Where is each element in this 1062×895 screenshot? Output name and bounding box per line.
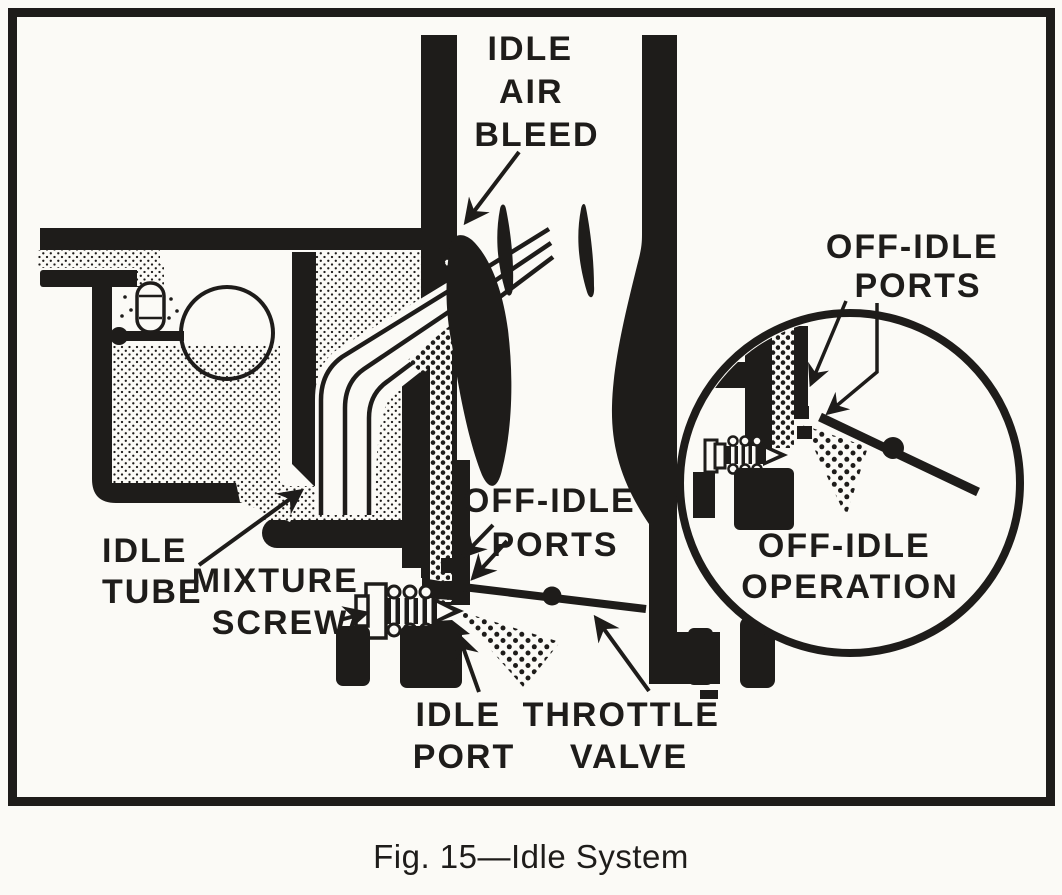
off-idle-port-1 bbox=[441, 558, 461, 573]
label-off-idle-ports: OFF-IDLE PORTS bbox=[463, 482, 647, 564]
arrow-mixture-screw bbox=[339, 606, 370, 632]
idle-spray bbox=[456, 610, 560, 688]
booster-vane-right bbox=[578, 203, 595, 298]
float-assembly bbox=[110, 281, 275, 381]
bowl-wall-floor bbox=[92, 286, 265, 503]
inset-spray bbox=[803, 425, 868, 517]
figure-border bbox=[8, 8, 1055, 806]
venturi-body bbox=[446, 235, 512, 486]
fuel-bowl bbox=[40, 228, 422, 548]
inset-content: OFF-IDLE OPERATION bbox=[693, 326, 980, 606]
right-bore-wall bbox=[611, 35, 720, 684]
inset-block-center bbox=[734, 468, 794, 530]
idle-well-floor bbox=[262, 518, 416, 548]
idle-fuel-channel bbox=[430, 352, 452, 602]
float-arm bbox=[112, 331, 184, 341]
needle-seat-fuel bbox=[137, 264, 164, 286]
seat-upper-lip bbox=[422, 578, 470, 600]
label-idle-air-bleed: IDLE AIR BLEED bbox=[474, 30, 599, 154]
thread-gaps bbox=[391, 598, 432, 624]
arrow-idle-port bbox=[454, 632, 481, 693]
body-block-left bbox=[336, 626, 370, 686]
booster-vane-left bbox=[497, 204, 514, 296]
arrow-inset-port-1 bbox=[808, 300, 848, 388]
body-block-center bbox=[400, 626, 462, 688]
arrow-idle-air-bleed bbox=[463, 150, 521, 226]
inset-channel-wall bbox=[794, 326, 808, 416]
label-mixture-screw: MIXTURE SCREW bbox=[192, 562, 370, 642]
bowl-cover bbox=[40, 228, 422, 250]
needle-flow-dots bbox=[120, 295, 179, 320]
label-idle-port: IDLE PORT bbox=[413, 696, 515, 776]
inset-block-left bbox=[693, 472, 715, 518]
off-idle-inset: OFF-IDLE OPERATION bbox=[676, 309, 1024, 657]
carburetor-bore bbox=[315, 35, 720, 688]
inset-caption: OFF-IDLE OPERATION bbox=[741, 527, 959, 606]
fuel-inlet-passage bbox=[38, 250, 160, 268]
arrow-off-idle-port-1 bbox=[460, 523, 495, 559]
label-idle-tube: IDLE TUBE bbox=[102, 532, 203, 611]
idle-tube-walls bbox=[318, 227, 555, 515]
needle-valve-lines bbox=[139, 294, 162, 320]
inset-off-idle-port-1 bbox=[794, 406, 809, 419]
needle-valve bbox=[135, 281, 166, 334]
float bbox=[179, 285, 275, 381]
inset-throttle-shaft bbox=[882, 437, 904, 459]
arrow-throttle-valve bbox=[593, 614, 651, 693]
inlet-lower-wall bbox=[40, 270, 141, 287]
screw-head-step bbox=[354, 594, 370, 628]
arrow-inset-port-2 bbox=[825, 303, 879, 416]
left-bore-wall-upper bbox=[421, 35, 457, 270]
bowl-baffle bbox=[292, 252, 316, 450]
arrow-off-idle-port-2 bbox=[470, 539, 509, 581]
label-off-idle-ports-inset: OFF-IDLE PORTS bbox=[826, 228, 1010, 305]
float-pivot bbox=[110, 327, 128, 345]
callouts: IDLE AIR BLEED OFF-IDLE PORTS IDLE TUBE … bbox=[102, 30, 1010, 776]
label-throttle-valve: THROTTLE VALVE bbox=[523, 696, 732, 776]
inset-ring bbox=[676, 309, 1024, 657]
arrow-idle-tube bbox=[197, 488, 305, 567]
figure-caption: Fig. 15—Idle System bbox=[373, 838, 689, 875]
screw-tip-highlight bbox=[437, 603, 453, 619]
throttle-shaft bbox=[542, 586, 562, 606]
inset-idle-channel bbox=[772, 330, 794, 448]
